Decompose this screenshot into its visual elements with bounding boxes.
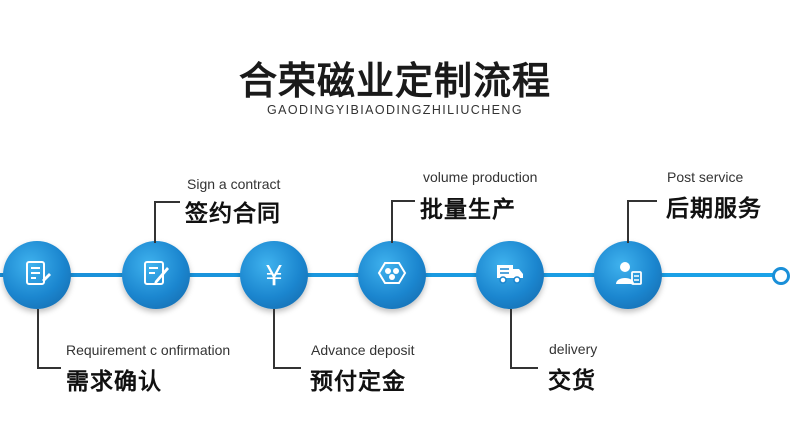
service-person-icon bbox=[613, 258, 643, 292]
pen-contract-icon bbox=[141, 258, 171, 292]
step-5-en-label: delivery bbox=[549, 341, 598, 357]
step-1-en-label: Requirement c onfirmation bbox=[66, 342, 231, 358]
step-4-connector bbox=[391, 200, 415, 243]
step-6-zh-label: 后期服务 bbox=[666, 196, 762, 222]
step-4-node bbox=[358, 241, 426, 309]
step-3-node: ¥ bbox=[240, 241, 308, 309]
step-5-zh-label: 交货 bbox=[548, 368, 596, 394]
step-5-node bbox=[476, 241, 544, 309]
step-1-node bbox=[3, 241, 71, 309]
step-1-connector bbox=[37, 309, 61, 369]
page-title: 合荣磁业定制流程 bbox=[238, 59, 551, 103]
step-3-en-label: Advance deposit bbox=[311, 342, 415, 358]
step-6-connector bbox=[627, 200, 657, 243]
step-6-node bbox=[594, 241, 662, 309]
step-4-en-label: volume production bbox=[423, 169, 538, 185]
step-6-en-label: Post service bbox=[667, 169, 744, 185]
production-icon bbox=[377, 258, 407, 292]
step-3-connector bbox=[273, 309, 301, 369]
step-3-zh-label: 预付定金 bbox=[310, 369, 406, 395]
yen-icon: ¥ bbox=[265, 258, 283, 292]
document-edit-icon bbox=[22, 258, 52, 292]
page-subtitle: GAODINGYIBIAODINGZHILIUCHENG bbox=[267, 103, 523, 117]
truck-icon bbox=[495, 258, 525, 292]
timeline-end-dot bbox=[772, 267, 790, 285]
step-4-zh-label: 批量生产 bbox=[420, 197, 516, 223]
step-2-en-label: Sign a contract bbox=[187, 176, 281, 192]
step-2-node bbox=[122, 241, 190, 309]
step-5-connector bbox=[510, 309, 538, 369]
step-2-zh-label: 签约合同 bbox=[185, 201, 281, 227]
step-2-connector bbox=[154, 201, 180, 243]
step-1-zh-label: 需求确认 bbox=[66, 369, 162, 395]
